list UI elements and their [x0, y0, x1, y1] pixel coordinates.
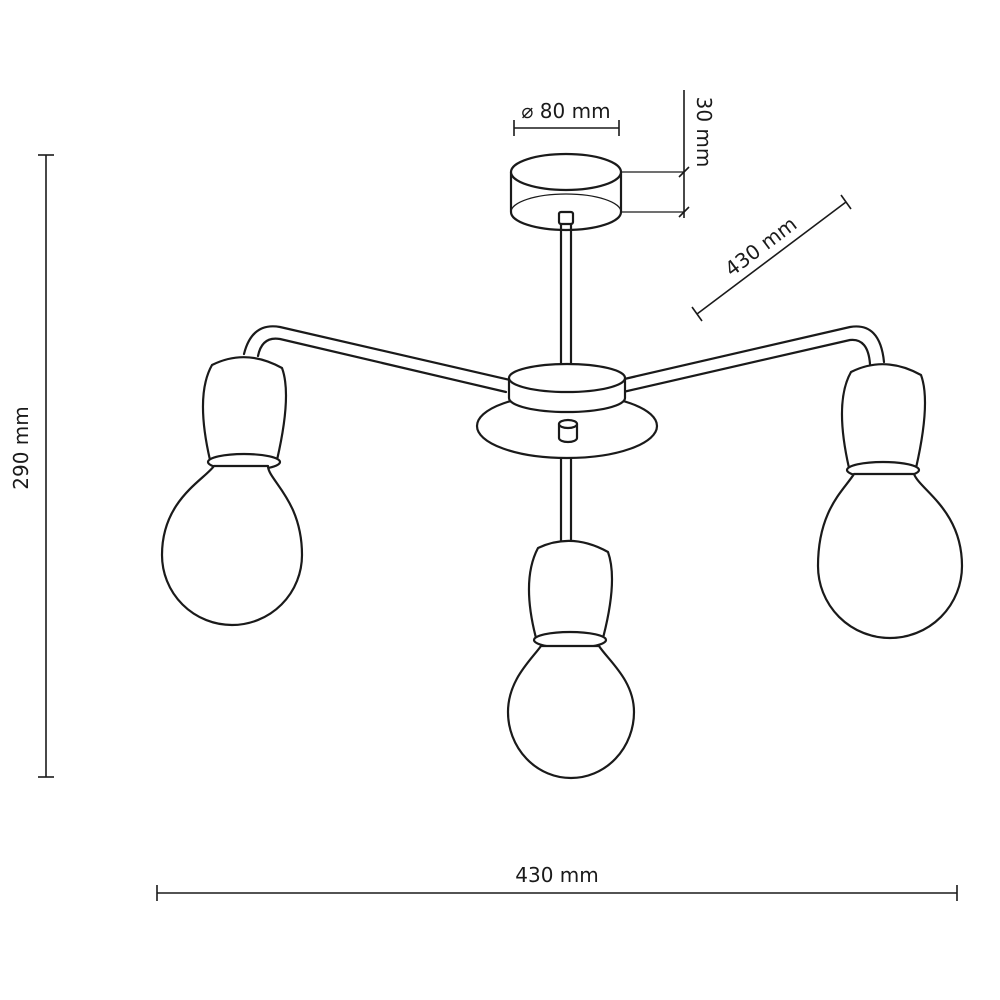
canopy-diameter-dimension: ⌀ 80 mm [513, 99, 620, 136]
total-width-label: 430 mm [515, 863, 599, 887]
canopy-height-label: 30 mm [692, 97, 716, 168]
right-bulb [816, 472, 964, 640]
total-width-dimension: 430 mm [156, 863, 958, 901]
total-height-label: 290 mm [9, 406, 33, 490]
canopy-diameter-label: ⌀ 80 mm [521, 99, 610, 123]
ceiling-lamp [160, 152, 964, 780]
total-height-dimension: 290 mm [9, 154, 54, 778]
rod-connector [557, 210, 575, 226]
left-bulb [160, 464, 304, 627]
left-arm [242, 325, 512, 394]
right-arm [618, 325, 886, 394]
central-rod [559, 222, 573, 369]
right-socket [840, 363, 927, 480]
central-hub [475, 362, 659, 460]
arm-span-label: 430 mm [720, 212, 801, 281]
lower-rod [559, 453, 573, 550]
arm-span-dimension: 430 mm [691, 194, 852, 322]
center-socket [527, 539, 614, 650]
left-socket [201, 356, 288, 472]
ceiling-canopy [509, 152, 623, 232]
canopy-height-dimension: 30 mm [622, 90, 716, 218]
center-bulb [506, 644, 636, 780]
